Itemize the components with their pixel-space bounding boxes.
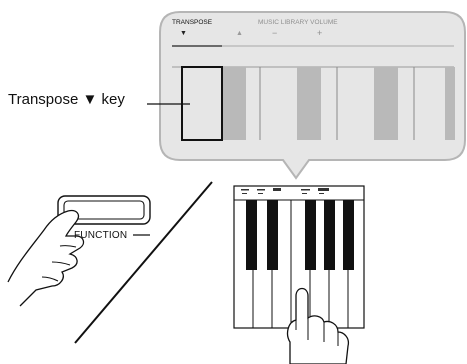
zoom-gray-key (222, 67, 246, 140)
left-hand-finger-lines (41, 245, 77, 282)
function-button-inner (63, 200, 145, 220)
diagonal-divider (74, 181, 213, 344)
black-key (305, 200, 316, 270)
volume-down-symbol: − (272, 28, 277, 38)
zoom-gray-key (445, 67, 455, 140)
keyboard-panel-labels (241, 188, 329, 194)
function-button-label: FUNCTION (74, 230, 128, 241)
left-hand-icon (7, 209, 85, 307)
right-hand-finger-lines (295, 318, 339, 346)
black-key (324, 200, 335, 270)
zoom-gray-key (297, 67, 321, 140)
music-library-volume-label: MUSIC LIBRARY VOLUME (258, 19, 338, 26)
transpose-up-symbol: ▲ (236, 30, 243, 37)
black-key (343, 200, 354, 270)
transpose-down-symbol: ▼ (180, 30, 187, 37)
zoomed-keyboard (181, 66, 455, 141)
zoom-gray-key (374, 67, 398, 140)
transpose-key-callout: Transpose ▼ key (8, 91, 125, 108)
volume-up-symbol: + (317, 28, 322, 38)
black-key (267, 200, 278, 270)
black-key (246, 200, 257, 270)
right-hand-icon (286, 287, 350, 364)
function-button-group (57, 195, 151, 236)
transpose-label: TRANSPOSE (172, 19, 213, 26)
